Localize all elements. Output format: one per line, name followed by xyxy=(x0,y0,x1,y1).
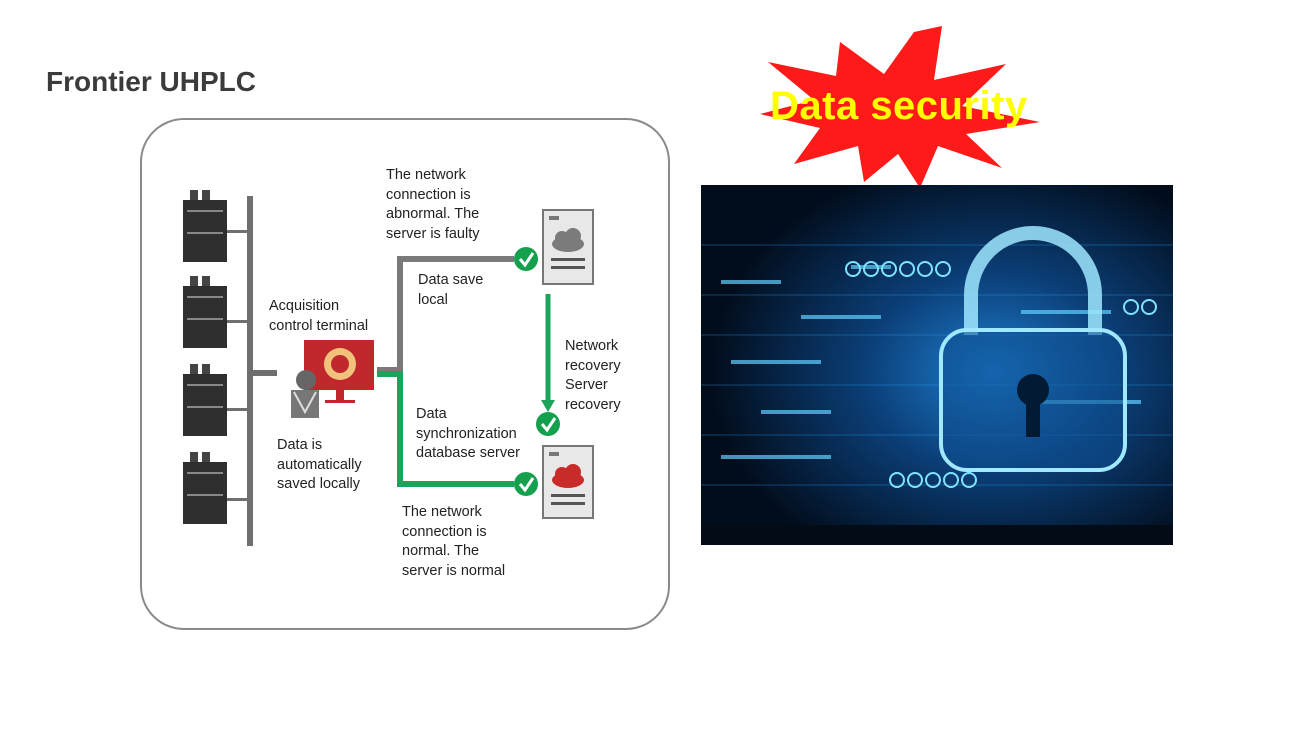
label-acquisition: Acquisition control terminal xyxy=(269,298,369,334)
instrument-icon-4 xyxy=(183,452,247,524)
label-sync: Data synchronization database server xyxy=(416,406,520,461)
label-normal: The network connection is normal. The se… xyxy=(402,504,506,579)
terminal-icon xyxy=(291,340,374,418)
bus-bar xyxy=(247,196,253,546)
page-title: Frontier UHPLC xyxy=(46,66,256,97)
gray-path xyxy=(377,256,514,373)
label-save-local: Data save local xyxy=(418,272,484,308)
check-icon-bottom xyxy=(514,472,538,496)
instrument-icon-3 xyxy=(183,364,247,436)
check-icon-top xyxy=(514,247,538,271)
server-normal-icon xyxy=(542,445,594,519)
label-auto-saved: Data is automatically saved locally xyxy=(277,437,362,492)
check-icon-middle xyxy=(536,412,560,436)
green-path xyxy=(377,371,514,487)
padlock-cyber-icon xyxy=(701,185,1173,545)
diagram-panel xyxy=(140,118,670,630)
instrument-icon-2 xyxy=(183,276,247,348)
starburst-badge xyxy=(760,26,1040,188)
label-recovery: Network recovery Server recovery xyxy=(565,338,621,413)
server-faulty-icon xyxy=(542,209,594,285)
instrument-icon-1 xyxy=(183,190,247,262)
badge-text: Data security xyxy=(770,84,1028,128)
label-abnormal: The network connection is abnormal. The … xyxy=(386,167,480,242)
